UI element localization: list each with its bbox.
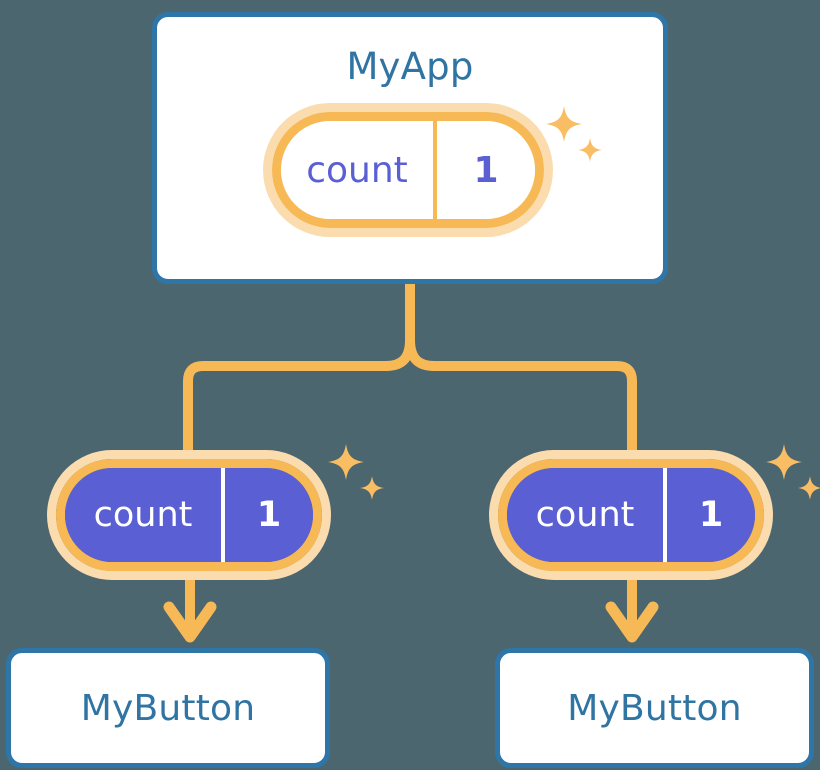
- prop-key: count: [65, 468, 221, 562]
- state-pill-body: count 1: [272, 112, 544, 228]
- state-value: 1: [433, 121, 535, 219]
- prop-key: count: [507, 468, 663, 562]
- prop-pill-body: count 1: [56, 459, 322, 571]
- component-title-myapp: MyApp: [346, 45, 474, 88]
- prop-pill-body: count 1: [498, 459, 764, 571]
- prop-value: 1: [663, 468, 755, 562]
- component-card-mybutton-left[interactable]: MyButton: [6, 648, 330, 768]
- connector-root-to-children: [183, 279, 415, 467]
- component-card-mybutton-right[interactable]: MyButton: [495, 648, 814, 768]
- component-title-mybutton: MyButton: [80, 687, 256, 729]
- prop-value: 1: [221, 468, 313, 562]
- arrowhead-left: [163, 601, 217, 643]
- arrowhead-right: [605, 601, 659, 643]
- component-title-mybutton: MyButton: [567, 687, 742, 729]
- prop-pill-left[interactable]: count 1: [56, 459, 322, 571]
- state-pill-myapp[interactable]: count 1: [272, 112, 544, 228]
- prop-pill-right[interactable]: count 1: [498, 459, 764, 571]
- state-key: count: [281, 121, 433, 219]
- connector-root-to-right-child: [405, 335, 637, 467]
